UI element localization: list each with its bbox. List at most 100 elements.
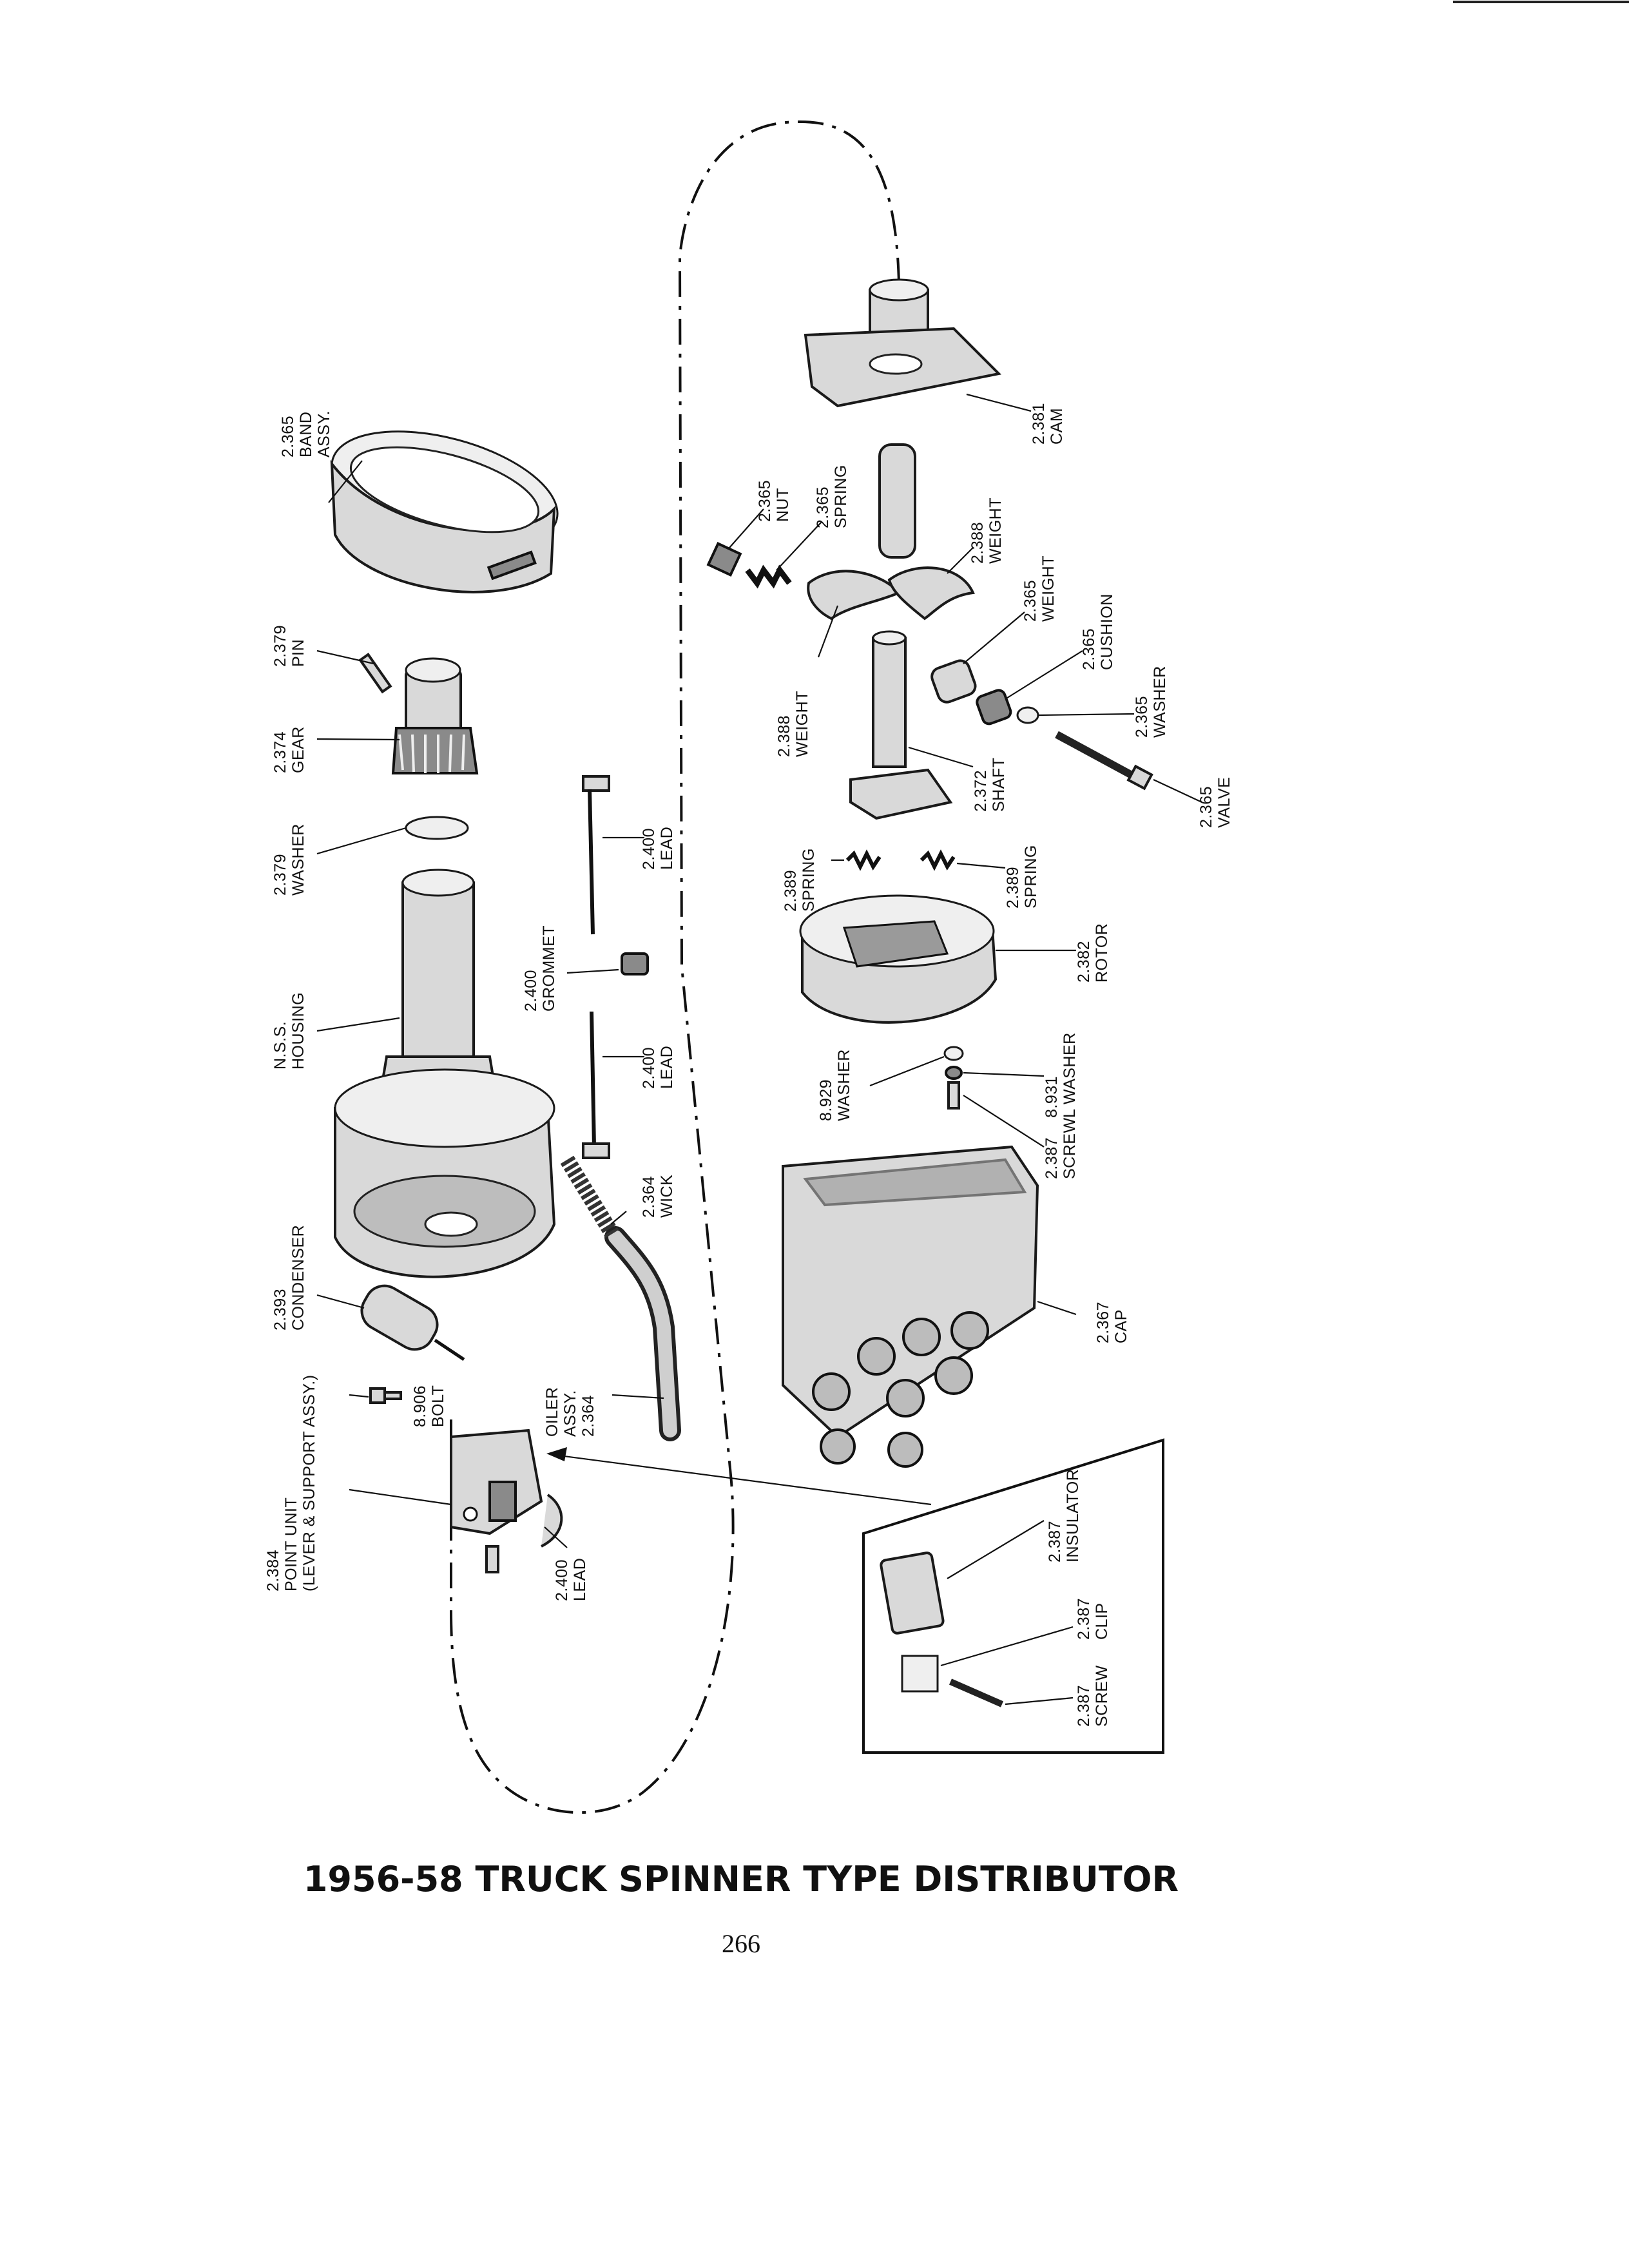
callout-housing: N.S.S. HOUSING: [271, 992, 307, 1070]
callout-l-washer: 8.931 L WASHER: [1043, 1032, 1079, 1118]
svg-text:2.400: 2.400: [640, 1047, 658, 1089]
svg-text:WEIGHT: WEIGHT: [1039, 555, 1057, 622]
svg-text:2.365: 2.365: [1133, 696, 1151, 738]
svg-text:CAP: CAP: [1112, 1309, 1130, 1343]
callout-cam: 2.381 CAM: [1030, 403, 1066, 445]
svg-text:2.382: 2.382: [1075, 941, 1093, 983]
point-screw-part: [485, 1545, 499, 1573]
callout-nut: 2.365 NUT: [756, 480, 792, 522]
callout-rotor: 2.382 ROTOR: [1075, 923, 1111, 983]
cam-part: [804, 278, 1002, 408]
screw-inset-part: [949, 1678, 1004, 1707]
lead-lower-part: [541, 1494, 563, 1548]
svg-text:2.365: 2.365: [1197, 786, 1215, 828]
callout-cushion: 2.365 CUSHION: [1080, 593, 1116, 670]
svg-text:SPRING: SPRING: [1022, 845, 1040, 908]
callout-spring-2389-right: 2.389 SPRING: [1004, 845, 1040, 908]
spring-2365-part: [745, 564, 792, 589]
svg-text:ASSY.: ASSY.: [315, 410, 333, 457]
svg-text:8.929: 8.929: [817, 1079, 835, 1121]
callout-cap: 2.367 CAP: [1094, 1302, 1130, 1343]
svg-text:2.388: 2.388: [775, 715, 793, 757]
svg-text:2.365: 2.365: [279, 416, 297, 457]
svg-text:2.387: 2.387: [1075, 1685, 1093, 1727]
svg-text:2.387: 2.387: [1043, 1137, 1061, 1179]
weight-upper-bar-part: [878, 443, 916, 559]
callout-screw-cap: 2.387 SCREW: [1043, 1117, 1079, 1179]
svg-text:VALVE: VALVE: [1215, 777, 1233, 828]
svg-text:CONDENSER: CONDENSER: [289, 1225, 307, 1331]
callout-bolt: 8.906 BOLT: [411, 1385, 447, 1427]
spring-2389-left-part: [845, 849, 882, 871]
callout-spring-2389-left: 2.389 SPRING: [782, 848, 818, 912]
svg-text:CAM: CAM: [1048, 408, 1066, 445]
rotor-part: [799, 894, 998, 1024]
svg-text:NUT: NUT: [774, 488, 792, 522]
svg-text:ASSY.: ASSY.: [561, 1390, 579, 1437]
svg-text:2.381: 2.381: [1030, 403, 1048, 445]
svg-text:2.365: 2.365: [756, 480, 774, 522]
band-assy-part: [330, 430, 559, 593]
page-number: 266: [722, 1929, 760, 1958]
cap-part: [782, 1145, 1039, 1468]
svg-text:WASHER: WASHER: [289, 823, 307, 896]
svg-text:PIN: PIN: [289, 639, 307, 667]
svg-text:WASHER: WASHER: [1151, 666, 1169, 738]
weight-2365-part: [930, 659, 977, 704]
callout-lead-top: 2.400 LEAD: [640, 827, 676, 870]
svg-text:WASHER: WASHER: [835, 1049, 853, 1121]
arrow-head: [546, 1447, 567, 1461]
svg-text:2.379: 2.379: [271, 625, 289, 667]
svg-text:CUSHION: CUSHION: [1098, 593, 1116, 670]
svg-text:SPRING: SPRING: [800, 848, 818, 912]
svg-text:N.S.S.: N.S.S.: [271, 1021, 289, 1070]
svg-text:2.365: 2.365: [814, 486, 832, 528]
callout-insulator: 2.387 INSULATOR: [1046, 1469, 1082, 1562]
callout-spring-2365: 2.365 SPRING: [814, 465, 850, 528]
washer-8929-part: [943, 1046, 964, 1061]
weight-upper-part: [887, 566, 975, 620]
lead-mid-part: [582, 1011, 610, 1159]
svg-text:WEIGHT: WEIGHT: [987, 497, 1005, 564]
callout-condenser: 2.393 CONDENSER: [271, 1225, 307, 1331]
svg-text:HOUSING: HOUSING: [289, 992, 307, 1070]
callout-shaft: 2.372 SHAFT: [972, 758, 1008, 812]
svg-text:CLIP: CLIP: [1093, 1602, 1111, 1640]
gear-part: [391, 657, 479, 774]
bolt-part: [369, 1387, 402, 1404]
callout-pin: 2.379 PIN: [271, 625, 307, 667]
washer-2365-part: [1016, 706, 1039, 724]
svg-text:2.389: 2.389: [1004, 867, 1022, 908]
callout-lead-lower: 2.400 LEAD: [553, 1558, 589, 1601]
cushion-part: [976, 689, 1012, 726]
svg-text:GROMMET: GROMMET: [540, 925, 558, 1012]
svg-text:2.389: 2.389: [782, 870, 800, 912]
callout-weight-upper: 2.388 WEIGHT: [969, 497, 1005, 564]
svg-text:LEAD: LEAD: [571, 1558, 589, 1601]
svg-text:POINT UNIT: POINT UNIT: [282, 1497, 300, 1591]
svg-text:2.367: 2.367: [1094, 1302, 1112, 1343]
svg-text:BOLT: BOLT: [429, 1385, 447, 1427]
svg-text:2.400: 2.400: [522, 970, 540, 1012]
svg-text:(LEVER & SUPPORT ASSY.): (LEVER & SUPPORT ASSY.): [300, 1374, 318, 1591]
svg-text:L WASHER: L WASHER: [1061, 1032, 1079, 1118]
svg-text:8.906: 8.906: [411, 1385, 429, 1427]
svg-text:LEAD: LEAD: [658, 827, 676, 870]
page-title: 1956-58 TRUCK SPINNER TYPE DISTRIBUTOR: [304, 1859, 1179, 1899]
svg-text:SCREW: SCREW: [1093, 1665, 1111, 1727]
svg-text:BAND: BAND: [297, 412, 315, 457]
svg-text:2.400: 2.400: [640, 828, 658, 870]
callout-valve: 2.365 VALVE: [1197, 777, 1233, 828]
callout-grommet: 2.400 GROMMET: [522, 925, 558, 1012]
callout-washer-8929: 8.929 WASHER: [817, 1049, 853, 1121]
svg-text:2.365: 2.365: [1021, 580, 1039, 622]
shaft-part: [849, 630, 953, 820]
svg-text:2.364: 2.364: [640, 1176, 658, 1218]
svg-text:INSULATOR: INSULATOR: [1064, 1469, 1082, 1562]
callout-band-assy: 2.365 BAND ASSY.: [279, 410, 333, 457]
svg-text:OILER: OILER: [543, 1387, 561, 1437]
svg-text:SHAFT: SHAFT: [990, 758, 1008, 812]
callout-weight-2365: 2.365 WEIGHT: [1021, 555, 1057, 622]
svg-text:LEAD: LEAD: [658, 1046, 676, 1089]
svg-text:2.393: 2.393: [271, 1289, 289, 1331]
